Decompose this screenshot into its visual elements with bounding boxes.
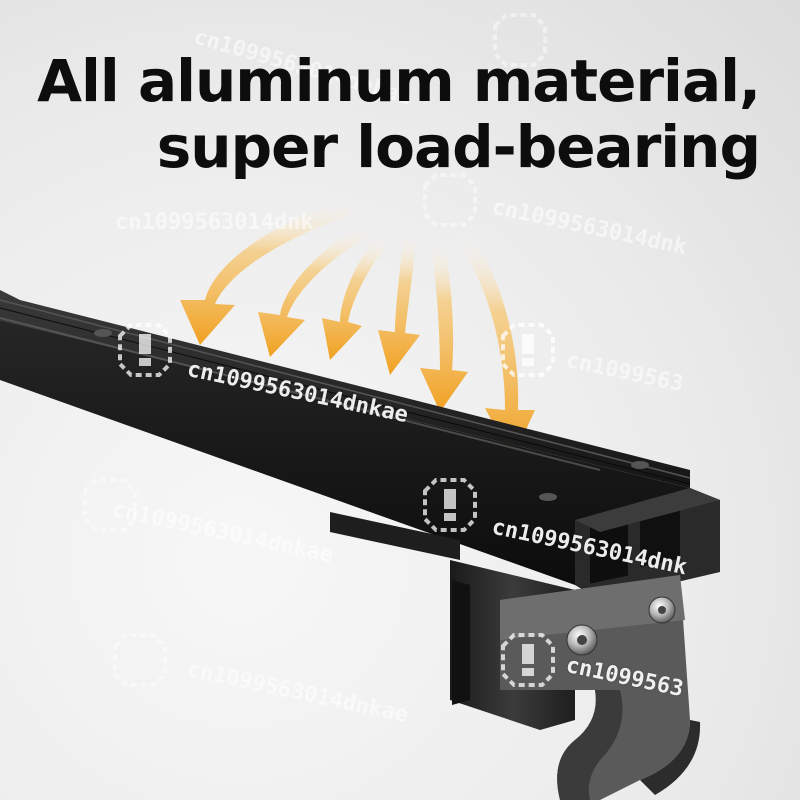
watermark-text: cn1099563014dnk (115, 210, 314, 235)
headline: All aluminum material, super load-bearin… (37, 47, 761, 181)
arrow-1 (180, 200, 350, 345)
arrow-3 (322, 235, 388, 360)
arrow-2 (258, 225, 370, 357)
arrow-4 (378, 232, 420, 375)
arrow-5 (420, 240, 468, 412)
arrows-group (180, 200, 535, 460)
headline-line-2: super load-bearing (156, 113, 761, 181)
watermark-logos (83, 13, 555, 687)
crossbar-rail (0, 290, 720, 600)
arrow-6 (455, 232, 535, 460)
bolts (566, 596, 676, 656)
headline-line-1: All aluminum material, (37, 47, 761, 115)
foot-bracket (500, 575, 701, 800)
